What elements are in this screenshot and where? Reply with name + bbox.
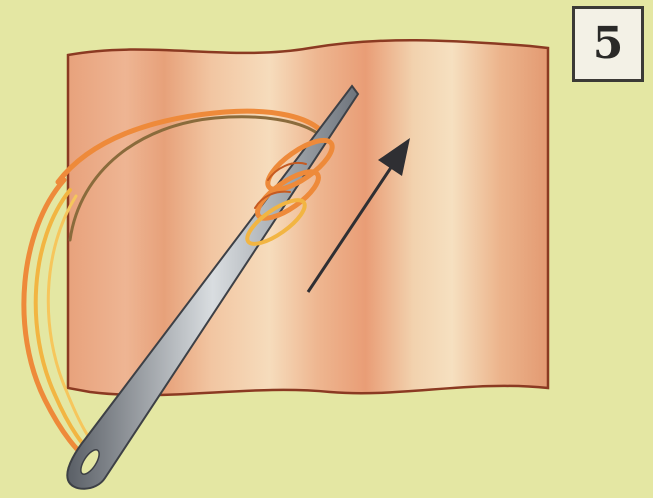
fabric-swatch xyxy=(68,40,548,395)
step-number: 5 xyxy=(593,22,624,66)
step-number-badge: 5 xyxy=(572,6,644,82)
